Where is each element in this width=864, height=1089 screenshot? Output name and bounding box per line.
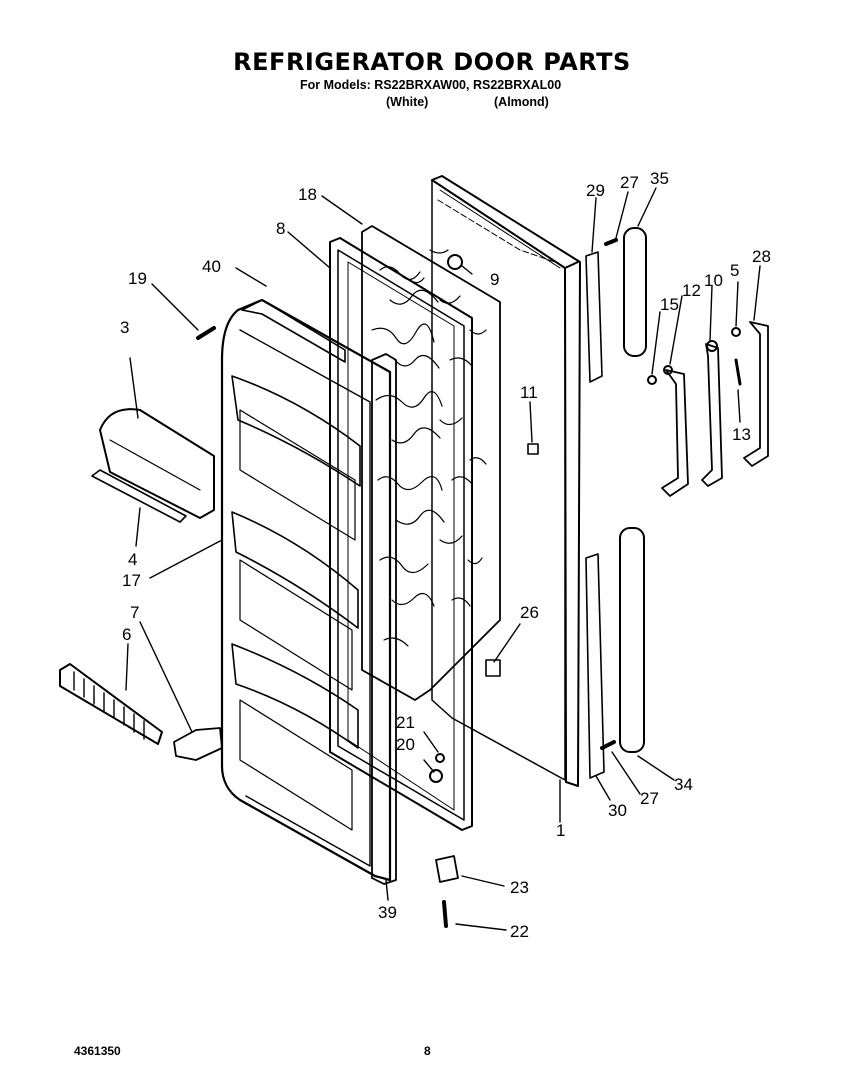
callout-29: 29	[586, 181, 605, 200]
callout-9: 9	[490, 270, 499, 289]
callout-7: 7	[130, 603, 139, 622]
bracket-26	[485, 659, 501, 677]
lower-handle	[619, 527, 645, 753]
models-line: For Models: RS22BRXAW00, RS22BRXAL00	[300, 78, 562, 92]
spacer-15	[647, 375, 657, 385]
callout-26: 26	[520, 603, 539, 622]
washer-20	[429, 769, 443, 783]
top-cap	[241, 299, 346, 363]
door-liner	[220, 298, 392, 882]
callout-8: 8	[276, 219, 285, 238]
handle-bracket-28	[743, 321, 769, 467]
callout-17: 17	[122, 571, 141, 590]
bin-bar	[91, 469, 187, 523]
lower-trim-strip	[585, 553, 605, 779]
clip-11	[527, 443, 539, 455]
screw-19	[196, 326, 216, 340]
screw-27-lower	[600, 740, 616, 750]
callout-35: 35	[650, 169, 669, 188]
callout-34: 34	[674, 775, 693, 794]
callout-11: 11	[520, 383, 538, 402]
grille	[59, 663, 163, 745]
callout-4: 4	[128, 550, 137, 569]
toe-plate	[173, 727, 223, 761]
callout-22: 22	[510, 922, 529, 941]
callout-3: 3	[120, 318, 129, 337]
callout-20: 20	[396, 735, 415, 754]
upper-trim-strip	[585, 251, 603, 383]
callout-21: 21	[396, 713, 415, 732]
leader-lines	[125, 187, 761, 931]
screw-21	[435, 753, 445, 763]
breaker-strip	[371, 353, 397, 885]
screw-22	[442, 900, 448, 928]
screw-27-upper	[604, 238, 618, 246]
callout-28: 28	[752, 247, 771, 266]
spacer-12	[663, 365, 673, 375]
callout-10: 10	[704, 271, 723, 290]
upper-handle	[623, 227, 647, 357]
callout-19: 19	[128, 269, 147, 288]
handle-bracket-15	[661, 369, 689, 497]
color-white-label: (White)	[386, 95, 429, 109]
screw-5	[731, 327, 741, 337]
callout-27-lower: 27	[640, 789, 659, 808]
callout-12: 12	[682, 281, 701, 300]
callout-40: 40	[202, 257, 221, 276]
callout-30: 30	[608, 801, 627, 820]
hinge-23	[435, 855, 459, 883]
plug-9	[447, 254, 463, 270]
callout-39: 39	[378, 903, 397, 922]
callout-23: 23	[510, 878, 529, 897]
bin-cover	[99, 408, 215, 519]
screw-13	[734, 358, 742, 386]
page-title: REFRIGERATOR DOOR PARTS	[233, 48, 631, 76]
callout-6: 6	[122, 625, 131, 644]
callout-1: 1	[556, 821, 565, 840]
callout-13: 13	[732, 425, 751, 444]
insulation-panel	[361, 225, 501, 701]
outer-door-panel	[431, 175, 581, 787]
document-number: 4361350	[74, 1044, 121, 1058]
callout-18: 18	[298, 185, 317, 204]
callout-15: 15	[660, 295, 679, 314]
page-number: 8	[424, 1044, 431, 1058]
handle-bracket-10	[701, 343, 723, 487]
cap-10	[706, 340, 718, 352]
callout-5: 5	[730, 261, 739, 280]
callout-27-upper: 27	[620, 173, 639, 192]
color-almond-label: (Almond)	[494, 95, 549, 109]
